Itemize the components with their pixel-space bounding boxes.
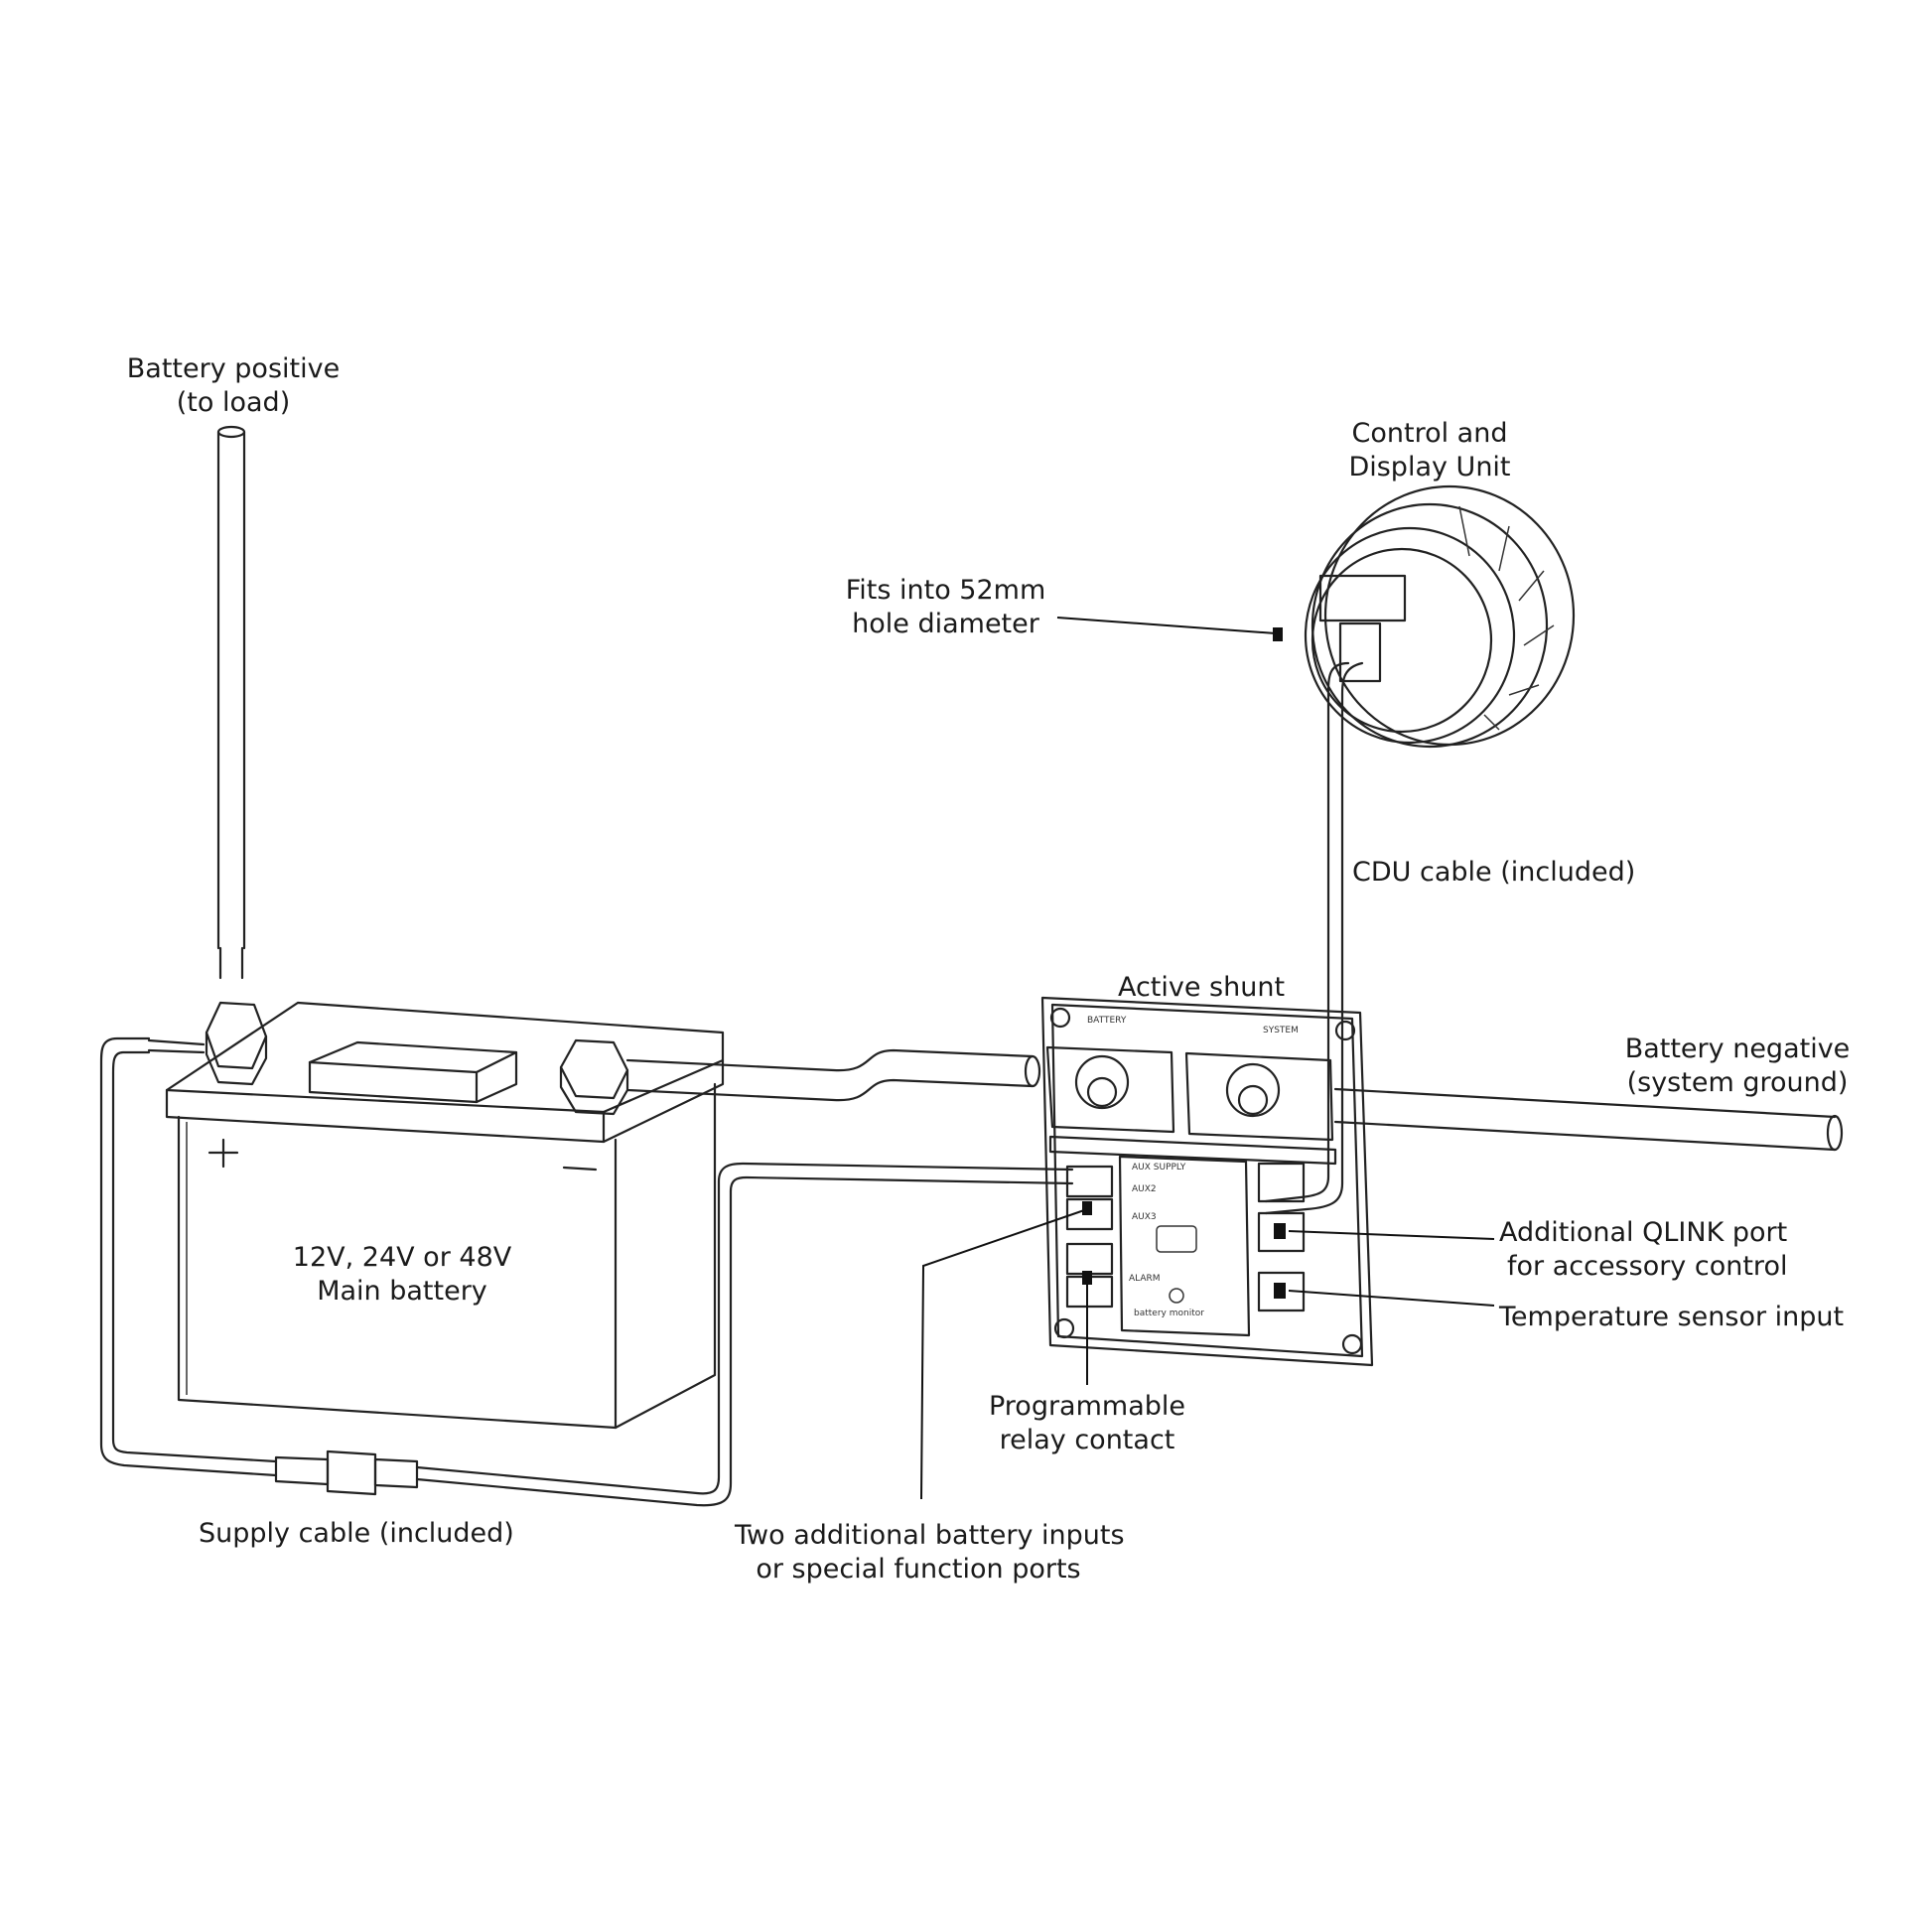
control-display-unit bbox=[1273, 484, 1576, 749]
label-two-additional-line1: Two additional battery inputs bbox=[735, 1520, 1125, 1551]
svg-text:battery monitor: battery monitor bbox=[1134, 1309, 1204, 1318]
svg-text:AUX3: AUX3 bbox=[1132, 1212, 1157, 1222]
label-control-display-unit: Control and Display Unit bbox=[1330, 417, 1529, 484]
label-battery-positive: Battery positive (to load) bbox=[119, 352, 347, 420]
svg-text:ALARM: ALARM bbox=[1129, 1274, 1161, 1284]
label-additional-qlink: Additional QLINK port for accessory cont… bbox=[1499, 1216, 1787, 1284]
active-shunt: BATTERY SYSTEM AUX SUPPLY AUX2 AUX3 ALAR… bbox=[1040, 996, 1374, 1367]
leader-lines bbox=[920, 617, 1495, 1500]
svg-text:BATTERY: BATTERY bbox=[1087, 1016, 1127, 1026]
label-main-battery: 12V, 24V or 48V Main battery bbox=[273, 1241, 531, 1309]
label-active-shunt: Active shunt bbox=[1102, 971, 1301, 1005]
main-battery bbox=[165, 1001, 725, 1430]
label-qlink-line2: for accessory control bbox=[1507, 1251, 1788, 1282]
label-main-battery-line2: Main battery bbox=[317, 1276, 487, 1307]
label-two-additional-line2: or special function ports bbox=[756, 1554, 1081, 1585]
label-battery-negative-line1: Battery negative bbox=[1624, 1034, 1851, 1064]
label-cdu-cable: CDU cable (included) bbox=[1352, 856, 1635, 890]
label-battery-negative-line2: (system ground) bbox=[1626, 1067, 1849, 1098]
label-cdu-line1: Control and bbox=[1351, 418, 1508, 449]
label-fits-hole-line1: Fits into 52mm bbox=[845, 575, 1046, 606]
label-relay-line1: Programmable bbox=[988, 1391, 1186, 1422]
positive-cable-rod bbox=[216, 425, 246, 980]
label-supply-cable: Supply cable (included) bbox=[199, 1517, 514, 1551]
svg-text:AUX2: AUX2 bbox=[1132, 1184, 1157, 1194]
negative-cable bbox=[625, 1048, 1041, 1102]
svg-text:SYSTEM: SYSTEM bbox=[1263, 1026, 1299, 1035]
label-battery-positive-line2: (to load) bbox=[176, 387, 291, 418]
label-battery-negative: Battery negative (system ground) bbox=[1618, 1033, 1857, 1100]
label-qlink-line1: Additional QLINK port bbox=[1499, 1217, 1788, 1248]
label-temperature-sensor: Temperature sensor input bbox=[1499, 1301, 1844, 1334]
label-programmable-relay: Programmable relay contact bbox=[983, 1390, 1191, 1457]
system-ground-cable bbox=[1333, 1087, 1844, 1152]
label-fits-hole-line2: hole diameter bbox=[852, 609, 1039, 639]
label-temperature-sensor-text: Temperature sensor input bbox=[1499, 1302, 1845, 1332]
cdu-cable bbox=[1264, 661, 1364, 1215]
label-battery-positive-line1: Battery positive bbox=[126, 353, 341, 384]
label-relay-line2: relay contact bbox=[999, 1425, 1175, 1455]
label-cdu-line2: Display Unit bbox=[1348, 452, 1511, 483]
label-active-shunt-text: Active shunt bbox=[1117, 972, 1286, 1003]
label-cdu-cable-text: CDU cable (included) bbox=[1352, 857, 1636, 888]
svg-text:AUX SUPPLY: AUX SUPPLY bbox=[1132, 1163, 1186, 1173]
supply-cable bbox=[99, 1036, 1074, 1507]
label-main-battery-line1: 12V, 24V or 48V bbox=[292, 1242, 512, 1273]
label-supply-cable-text: Supply cable (included) bbox=[199, 1518, 514, 1549]
label-two-additional-inputs: Two additional battery inputs or special… bbox=[735, 1519, 1125, 1587]
label-fits-hole: Fits into 52mm hole diameter bbox=[839, 574, 1052, 641]
